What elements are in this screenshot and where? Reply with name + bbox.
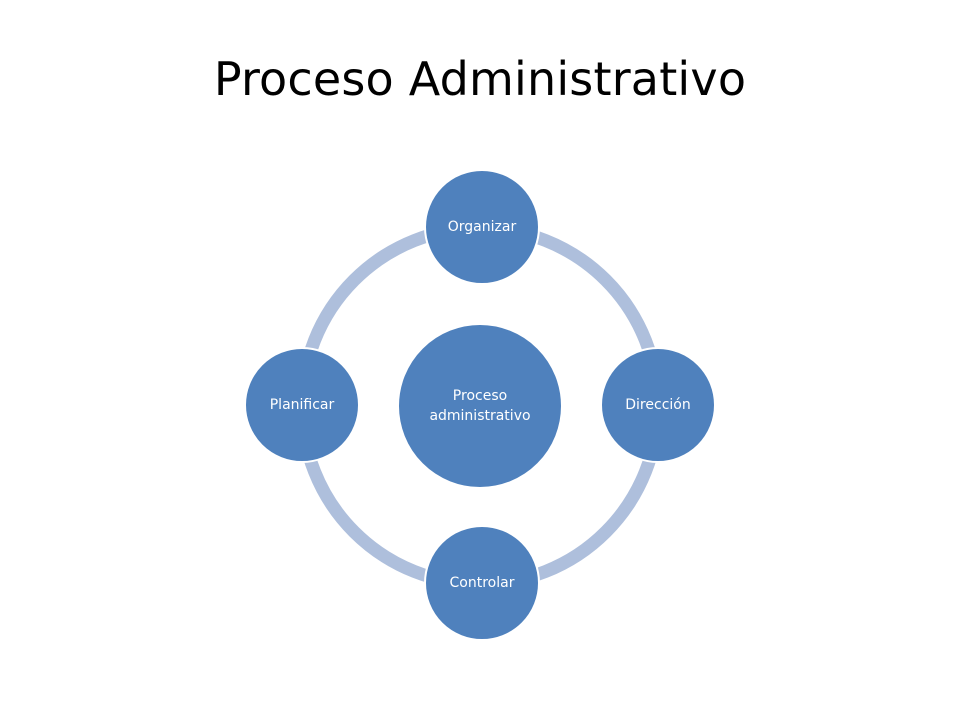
center-label-line2: administrativo	[429, 408, 530, 424]
node-organizar-circle	[424, 169, 540, 285]
node-direccion: Dirección	[600, 347, 716, 463]
node-controlar: Controlar	[424, 525, 540, 641]
node-planificar: Planificar	[244, 347, 360, 463]
center-circle	[397, 323, 563, 489]
center-node: Proceso administrativo	[397, 323, 563, 489]
node-organizar-label: Organizar	[448, 219, 517, 235]
node-direccion-label: Dirección	[625, 397, 690, 413]
node-controlar-circle	[424, 525, 540, 641]
node-organizar: Organizar	[424, 169, 540, 285]
node-controlar-label: Controlar	[450, 575, 515, 591]
node-planificar-circle	[244, 347, 360, 463]
node-planificar-label: Planificar	[270, 397, 335, 413]
slide-title: Proceso Administrativo	[213, 52, 747, 106]
node-direccion-circle	[600, 347, 716, 463]
center-label-line1: Proceso	[453, 388, 507, 404]
